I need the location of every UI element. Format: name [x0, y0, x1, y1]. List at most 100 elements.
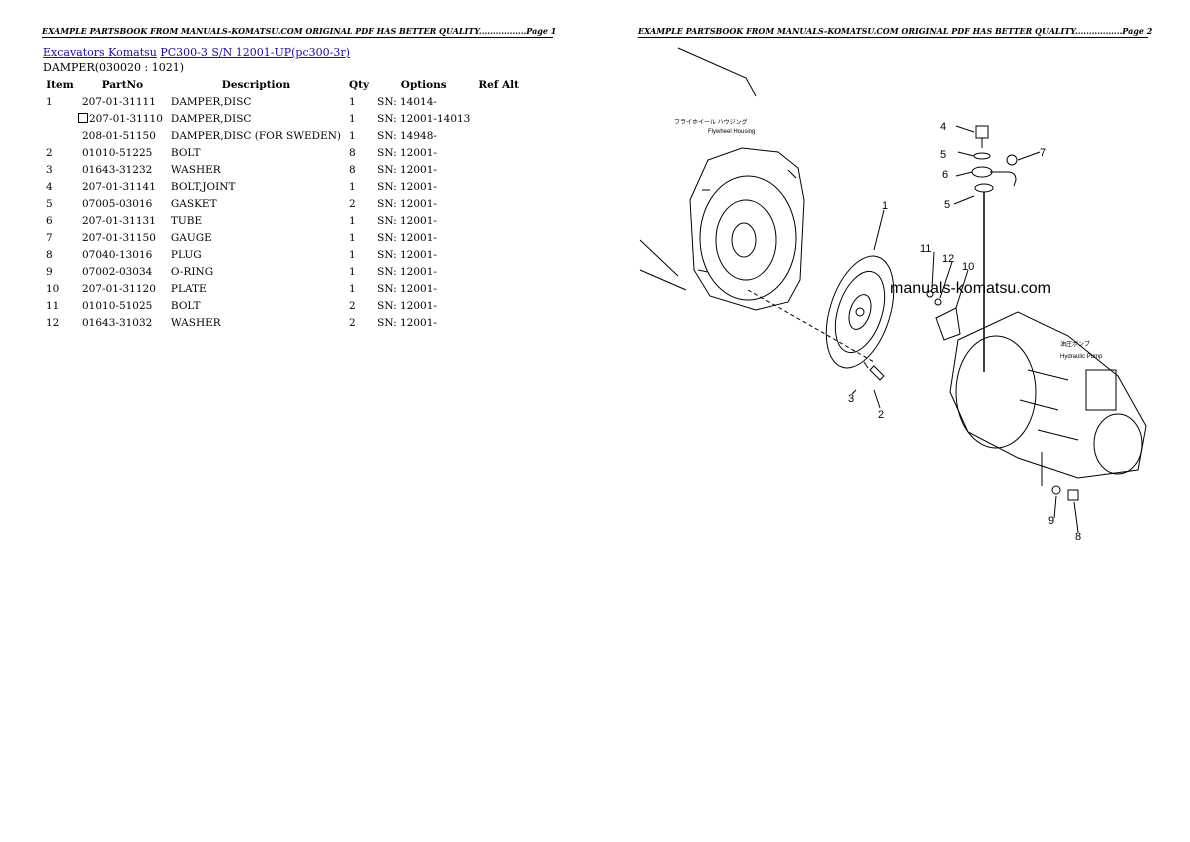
col-qty: Qty [349, 78, 370, 91]
row-partno-text: 07040-13016 [82, 248, 153, 261]
row-item: 2 [42, 144, 78, 161]
breadcrumb-link-excavators[interactable]: Excavators Komatsu [43, 46, 157, 59]
row-description-text: GASKET [170, 197, 217, 210]
row-options-text: SN: 12001- [377, 231, 437, 244]
parts-table: Item PartNo Description Qty Options Ref … [42, 76, 523, 331]
row-description: PLUG [167, 246, 345, 263]
callout-6: 6 [942, 169, 948, 181]
plate-drawing [926, 290, 961, 341]
row-item: 10 [42, 280, 78, 297]
row-qty-text: 2 [349, 197, 356, 210]
callout-5b: 5 [944, 199, 950, 211]
row-qty: 8 [345, 144, 373, 161]
row-qty-text: 2 [349, 316, 356, 329]
row-partno: 207-01-31110 [78, 110, 167, 127]
row-qty-text: 1 [349, 265, 356, 278]
col-options: Options [400, 78, 447, 91]
flywheel-housing [689, 147, 805, 311]
checkbox-icon [78, 112, 88, 123]
breadcrumb: Excavators Komatsu PC300-3 S/N 12001-UP(… [43, 46, 350, 59]
row-item: 4 [42, 178, 78, 195]
row-options-text: SN: 14948- [377, 129, 437, 142]
row-qty: 1 [345, 246, 373, 263]
row-description-text: TUBE [170, 214, 203, 227]
row-description-text: BOLT [170, 299, 201, 312]
row-options-text: SN: 12001- [377, 282, 437, 295]
row-qty: 1 [345, 110, 373, 127]
row-item: 8 [42, 246, 78, 263]
row-partno: 01010-51025 [78, 297, 167, 314]
flywheel-label: Flywheel Housing [708, 129, 755, 135]
row-description: DAMPER,DISC [167, 110, 345, 127]
row-partno: 207-01-31120 [78, 280, 167, 297]
row-qty-text: 1 [349, 95, 356, 108]
callout-7: 7 [1040, 147, 1046, 159]
row-qty: 1 [345, 263, 373, 280]
row-qty-text: 2 [349, 299, 356, 312]
row-ref-alt [474, 229, 523, 246]
row-partno: 207-01-31131 [78, 212, 167, 229]
row-options: SN: 12001- [373, 212, 474, 229]
row-qty: 8 [345, 161, 373, 178]
row-options: SN: 14948- [373, 127, 474, 144]
row-options: SN: 12001- [373, 229, 474, 246]
row-options: SN: 12001- [373, 314, 474, 331]
callout-11: 11 [920, 243, 931, 255]
row-options: SN: 12001- [373, 178, 474, 195]
breadcrumb-link-model[interactable]: PC300-3 S/N 12001-UP(pc300-3r) [160, 46, 350, 59]
row-description-text: DAMPER,DISC [170, 95, 252, 108]
row-item: 3 [42, 161, 78, 178]
row-ref-alt [474, 280, 523, 297]
row-description: WASHER [167, 314, 345, 331]
callout-9: 9 [1048, 515, 1054, 527]
row-qty-text: 1 [349, 214, 356, 227]
row-qty: 1 [345, 127, 373, 144]
row-ref-alt [474, 110, 523, 127]
plug-drawing [1067, 489, 1079, 501]
callout-4: 4 [940, 121, 946, 133]
row-qty: 1 [345, 93, 373, 110]
row-partno: 207-01-31141 [78, 178, 167, 195]
row-options: SN: 12001- [373, 161, 474, 178]
row-partno: 207-01-31150 [78, 229, 167, 246]
row-partno: 07005-03016 [78, 195, 167, 212]
row-partno: 01010-51225 [78, 144, 167, 161]
row-item-text: 3 [46, 163, 53, 176]
row-options: SN: 12001- [373, 263, 474, 280]
section-title: DAMPER(030020 : 1021) [43, 61, 185, 74]
row-ref-alt [474, 314, 523, 331]
callout-1: 1 [882, 200, 888, 212]
row-description-text: DAMPER,DISC (FOR SWEDEN) [170, 129, 342, 142]
callout-10: 10 [962, 261, 974, 273]
row-qty-text: 1 [349, 282, 356, 295]
row-description-text: PLUG [170, 248, 202, 261]
row-item-text: 10 [46, 282, 60, 295]
row-options-text: SN: 12001- [377, 248, 437, 261]
row-qty-text: 8 [349, 163, 356, 176]
row-partno-text: 01010-51225 [82, 146, 153, 159]
callout-2: 2 [878, 409, 884, 421]
row-item: 5 [42, 195, 78, 212]
row-qty-text: 1 [349, 112, 356, 125]
row-qty: 2 [345, 297, 373, 314]
row-description-text: PLATE [170, 282, 207, 295]
row-qty: 1 [345, 229, 373, 246]
row-item-text: 9 [46, 265, 53, 278]
row-options-text: SN: 12001- [377, 180, 437, 193]
row-partno: 207-01-31111 [78, 93, 167, 110]
row-options: SN: 12001- [373, 297, 474, 314]
tube-assembly-drawing [971, 125, 1018, 372]
row-options-text: SN: 12001- [377, 146, 437, 159]
row-partno-text: 207-01-31111 [82, 95, 156, 108]
row-partno-text: 07005-03016 [82, 197, 153, 210]
bolt-washer-drawing [863, 361, 885, 381]
row-description: GASKET [167, 195, 345, 212]
row-item: 6 [42, 212, 78, 229]
table-header-row: Item PartNo Description Qty Options Ref … [42, 76, 523, 93]
callout-12: 12 [942, 253, 954, 265]
row-description: BOLT [167, 297, 345, 314]
